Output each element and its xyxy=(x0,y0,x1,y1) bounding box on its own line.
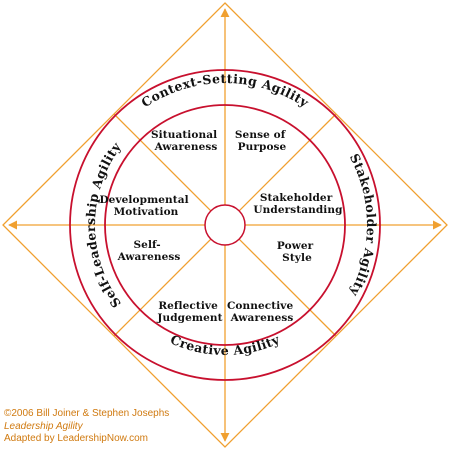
segment-labels: Situational Awareness Sense of Purpose S… xyxy=(99,129,343,324)
inner-ring xyxy=(104,104,346,346)
segment-reflective-judgement: Reflective Judgement xyxy=(156,300,222,324)
segment-developmental-motivation: Developmental Motivation xyxy=(99,194,192,218)
segment-self-awareness: Self- Awareness xyxy=(117,239,181,263)
axis-arrows xyxy=(8,8,442,442)
segment-connective-awareness: Connective Awareness xyxy=(227,300,297,324)
copyright-text: ©2006 Bill Joiner & Stephen Josephs xyxy=(4,408,170,419)
credits: ©2006 Bill Joiner & Stephen Josephs Lead… xyxy=(4,408,169,446)
book-title: Leadership Agility xyxy=(4,420,83,432)
segment-power-style: Power Style xyxy=(277,240,317,264)
segment-situational-awareness: Situational Awareness xyxy=(151,129,221,153)
outer-ring xyxy=(69,69,381,381)
adapted-by-link[interactable]: Adapted by LeadershipNow.com xyxy=(4,433,148,444)
segment-sense-of-purpose: Sense of Purpose xyxy=(235,129,289,153)
center-circle xyxy=(204,204,246,246)
segment-stakeholder-understanding: Stakeholder Understanding xyxy=(253,192,343,216)
